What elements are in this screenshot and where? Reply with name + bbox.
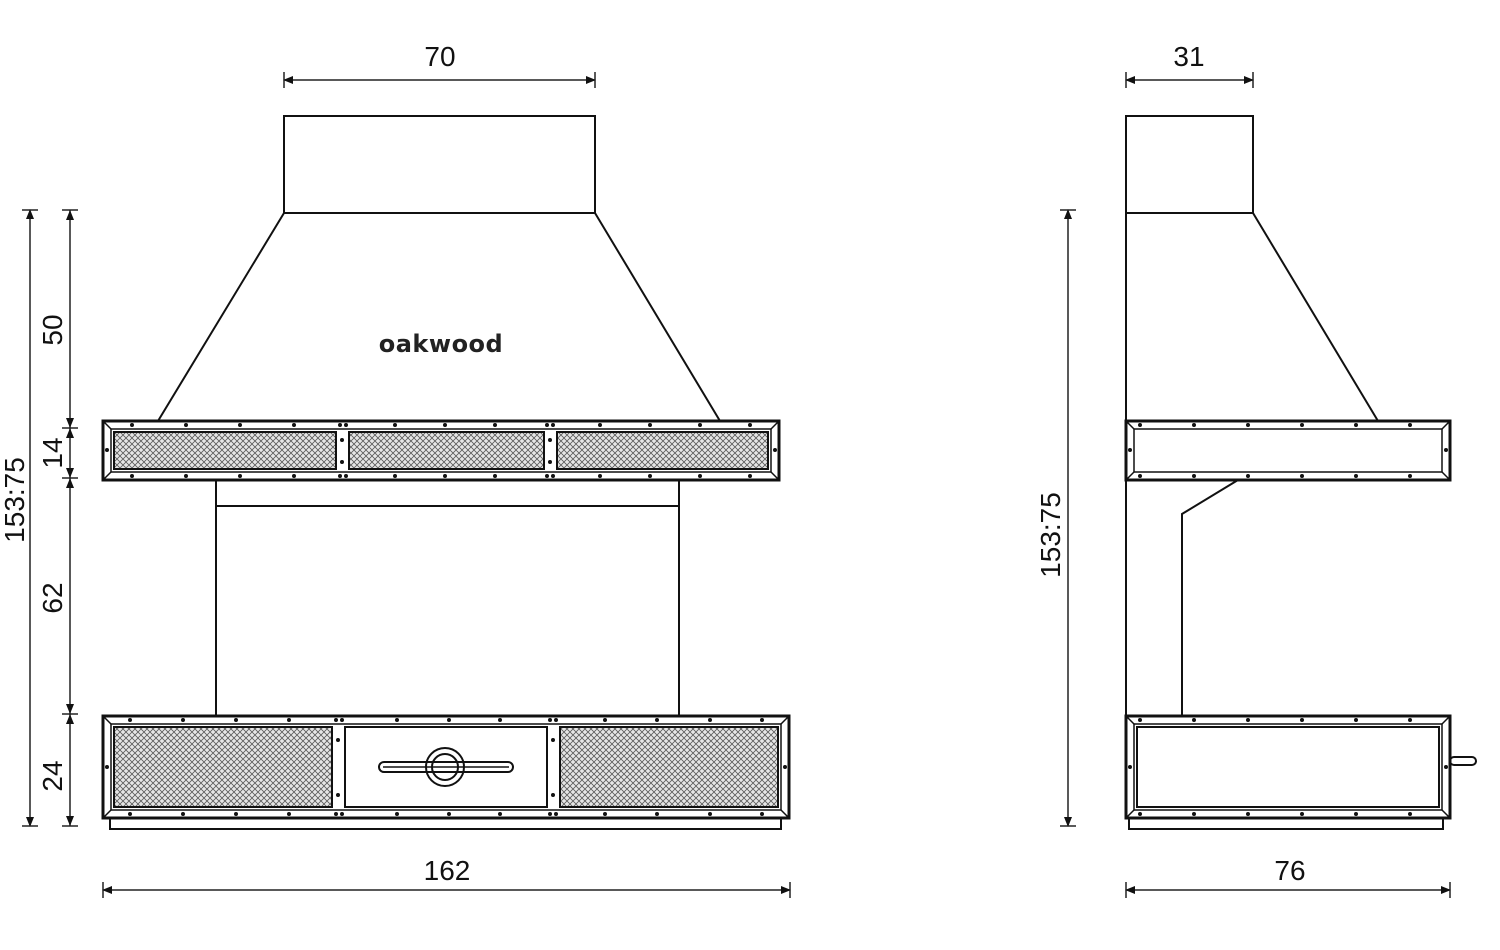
mesh-panel (113, 726, 333, 808)
rivets (105, 718, 787, 816)
drawer-handle (378, 747, 514, 787)
mesh-panel (348, 431, 545, 470)
chimney-box-side (1125, 115, 1254, 214)
mesh-panel (559, 726, 779, 808)
front-view: oakwood (0, 41, 791, 898)
dim-top-depth: 31 (1125, 41, 1254, 88)
rivets (1128, 423, 1448, 478)
ash-drawer-side (1136, 726, 1440, 808)
drawer-handle-side (1449, 756, 1477, 766)
svg-text:24: 24 (37, 760, 68, 791)
plinth (109, 817, 782, 830)
plinth-side (1128, 817, 1444, 830)
dim-total-depth: 76 (1125, 855, 1451, 898)
svg-text:14: 14 (37, 437, 68, 468)
dim-total-width: 162 (102, 855, 791, 898)
rivets (1128, 718, 1448, 816)
hood (157, 212, 721, 422)
base-band-side (1124, 714, 1477, 830)
dim-total-height-side: 153:75 (1035, 209, 1076, 827)
svg-text:153:75: 153:75 (0, 457, 30, 543)
inner-back-side (1181, 479, 1239, 716)
brand-logo: oakwood (379, 330, 503, 358)
dim-top-width: 70 (283, 41, 596, 88)
fire-opening (215, 480, 680, 716)
svg-text:76: 76 (1274, 855, 1305, 886)
mesh-panel (113, 431, 337, 470)
svg-text:162: 162 (424, 855, 471, 886)
svg-text:70: 70 (424, 41, 455, 72)
side-view: 31 153:75 76 (1035, 41, 1477, 898)
dim-total-height-front: 153:75 (0, 209, 38, 827)
svg-text:62: 62 (37, 582, 68, 613)
dim-stack-front: 50 14 62 24 (37, 209, 78, 827)
chimney-box (283, 115, 596, 214)
svg-text:50: 50 (37, 314, 68, 345)
base-band (101, 714, 791, 830)
svg-text:31: 31 (1173, 41, 1204, 72)
upper-band-side (1124, 419, 1452, 482)
upper-band (101, 419, 781, 482)
ash-drawer (344, 726, 548, 808)
rivets (105, 423, 777, 478)
svg-text:153:75: 153:75 (1035, 492, 1066, 578)
mesh-panel (556, 431, 769, 470)
